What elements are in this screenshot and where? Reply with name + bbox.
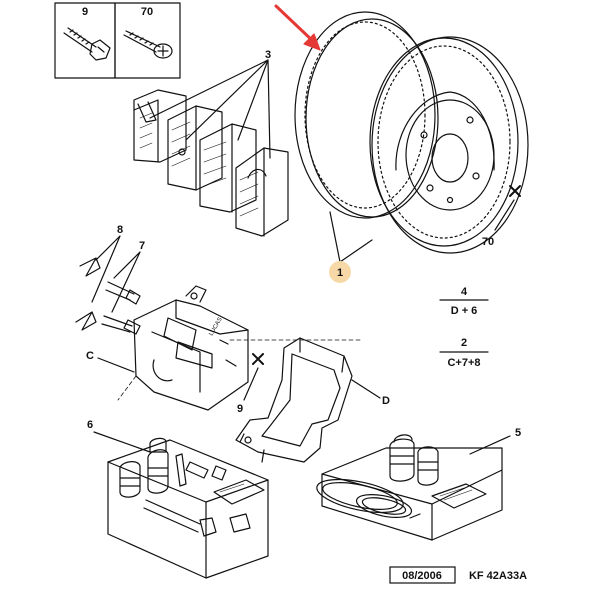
footer-date: 08/2006 xyxy=(402,570,442,582)
formula-1-numerator: 4 xyxy=(461,286,468,298)
formula-2: 2 C+7+8 xyxy=(447,337,480,369)
callout-bracket: D xyxy=(382,395,390,407)
formula-2-denominator: C+7+8 xyxy=(447,357,480,369)
callout-pads: 3 xyxy=(265,49,271,61)
fastener-inset xyxy=(54,2,181,79)
brake-discs xyxy=(294,11,529,263)
seal-kit-right xyxy=(316,434,511,541)
bracket-bolt-marker xyxy=(243,353,264,401)
footer-date-box xyxy=(389,566,456,584)
formula-1-denominator: D + 6 xyxy=(451,305,478,317)
callout-kit-right: 5 xyxy=(515,427,521,439)
bleed-screws-and-pins xyxy=(75,235,141,335)
inset-label-right: 70 xyxy=(141,6,153,18)
seal-kit-left xyxy=(93,431,269,579)
inset-box-right xyxy=(114,2,181,79)
callout-bracket-bolt: 9 xyxy=(237,403,243,415)
screw-icon xyxy=(123,30,173,59)
footer-reference: KF 42A33A xyxy=(469,570,527,582)
caliper-bracket xyxy=(235,337,381,463)
callout-disc: 1 xyxy=(337,267,343,279)
callout-guide-pins: 7 xyxy=(139,240,145,252)
red-arrow-icon xyxy=(274,4,321,51)
callout-kit-left: 6 xyxy=(87,419,93,431)
inset-label-left: 9 xyxy=(82,6,88,18)
callout-caliper: C xyxy=(86,350,94,362)
footer: 08/2006 KF 42A33A xyxy=(389,566,527,584)
formula-rules xyxy=(439,299,489,353)
callout-disc-highlight xyxy=(329,261,351,283)
callout-bleed-screws: 8 xyxy=(117,224,123,236)
brake-pads xyxy=(133,59,289,237)
formula-1: 4 D + 6 xyxy=(451,286,478,317)
bolt-icon xyxy=(63,27,111,61)
formula-2-numerator: 2 xyxy=(461,337,467,349)
callout-disc-screw: 70 xyxy=(482,236,494,248)
brake-caliper xyxy=(97,285,361,411)
